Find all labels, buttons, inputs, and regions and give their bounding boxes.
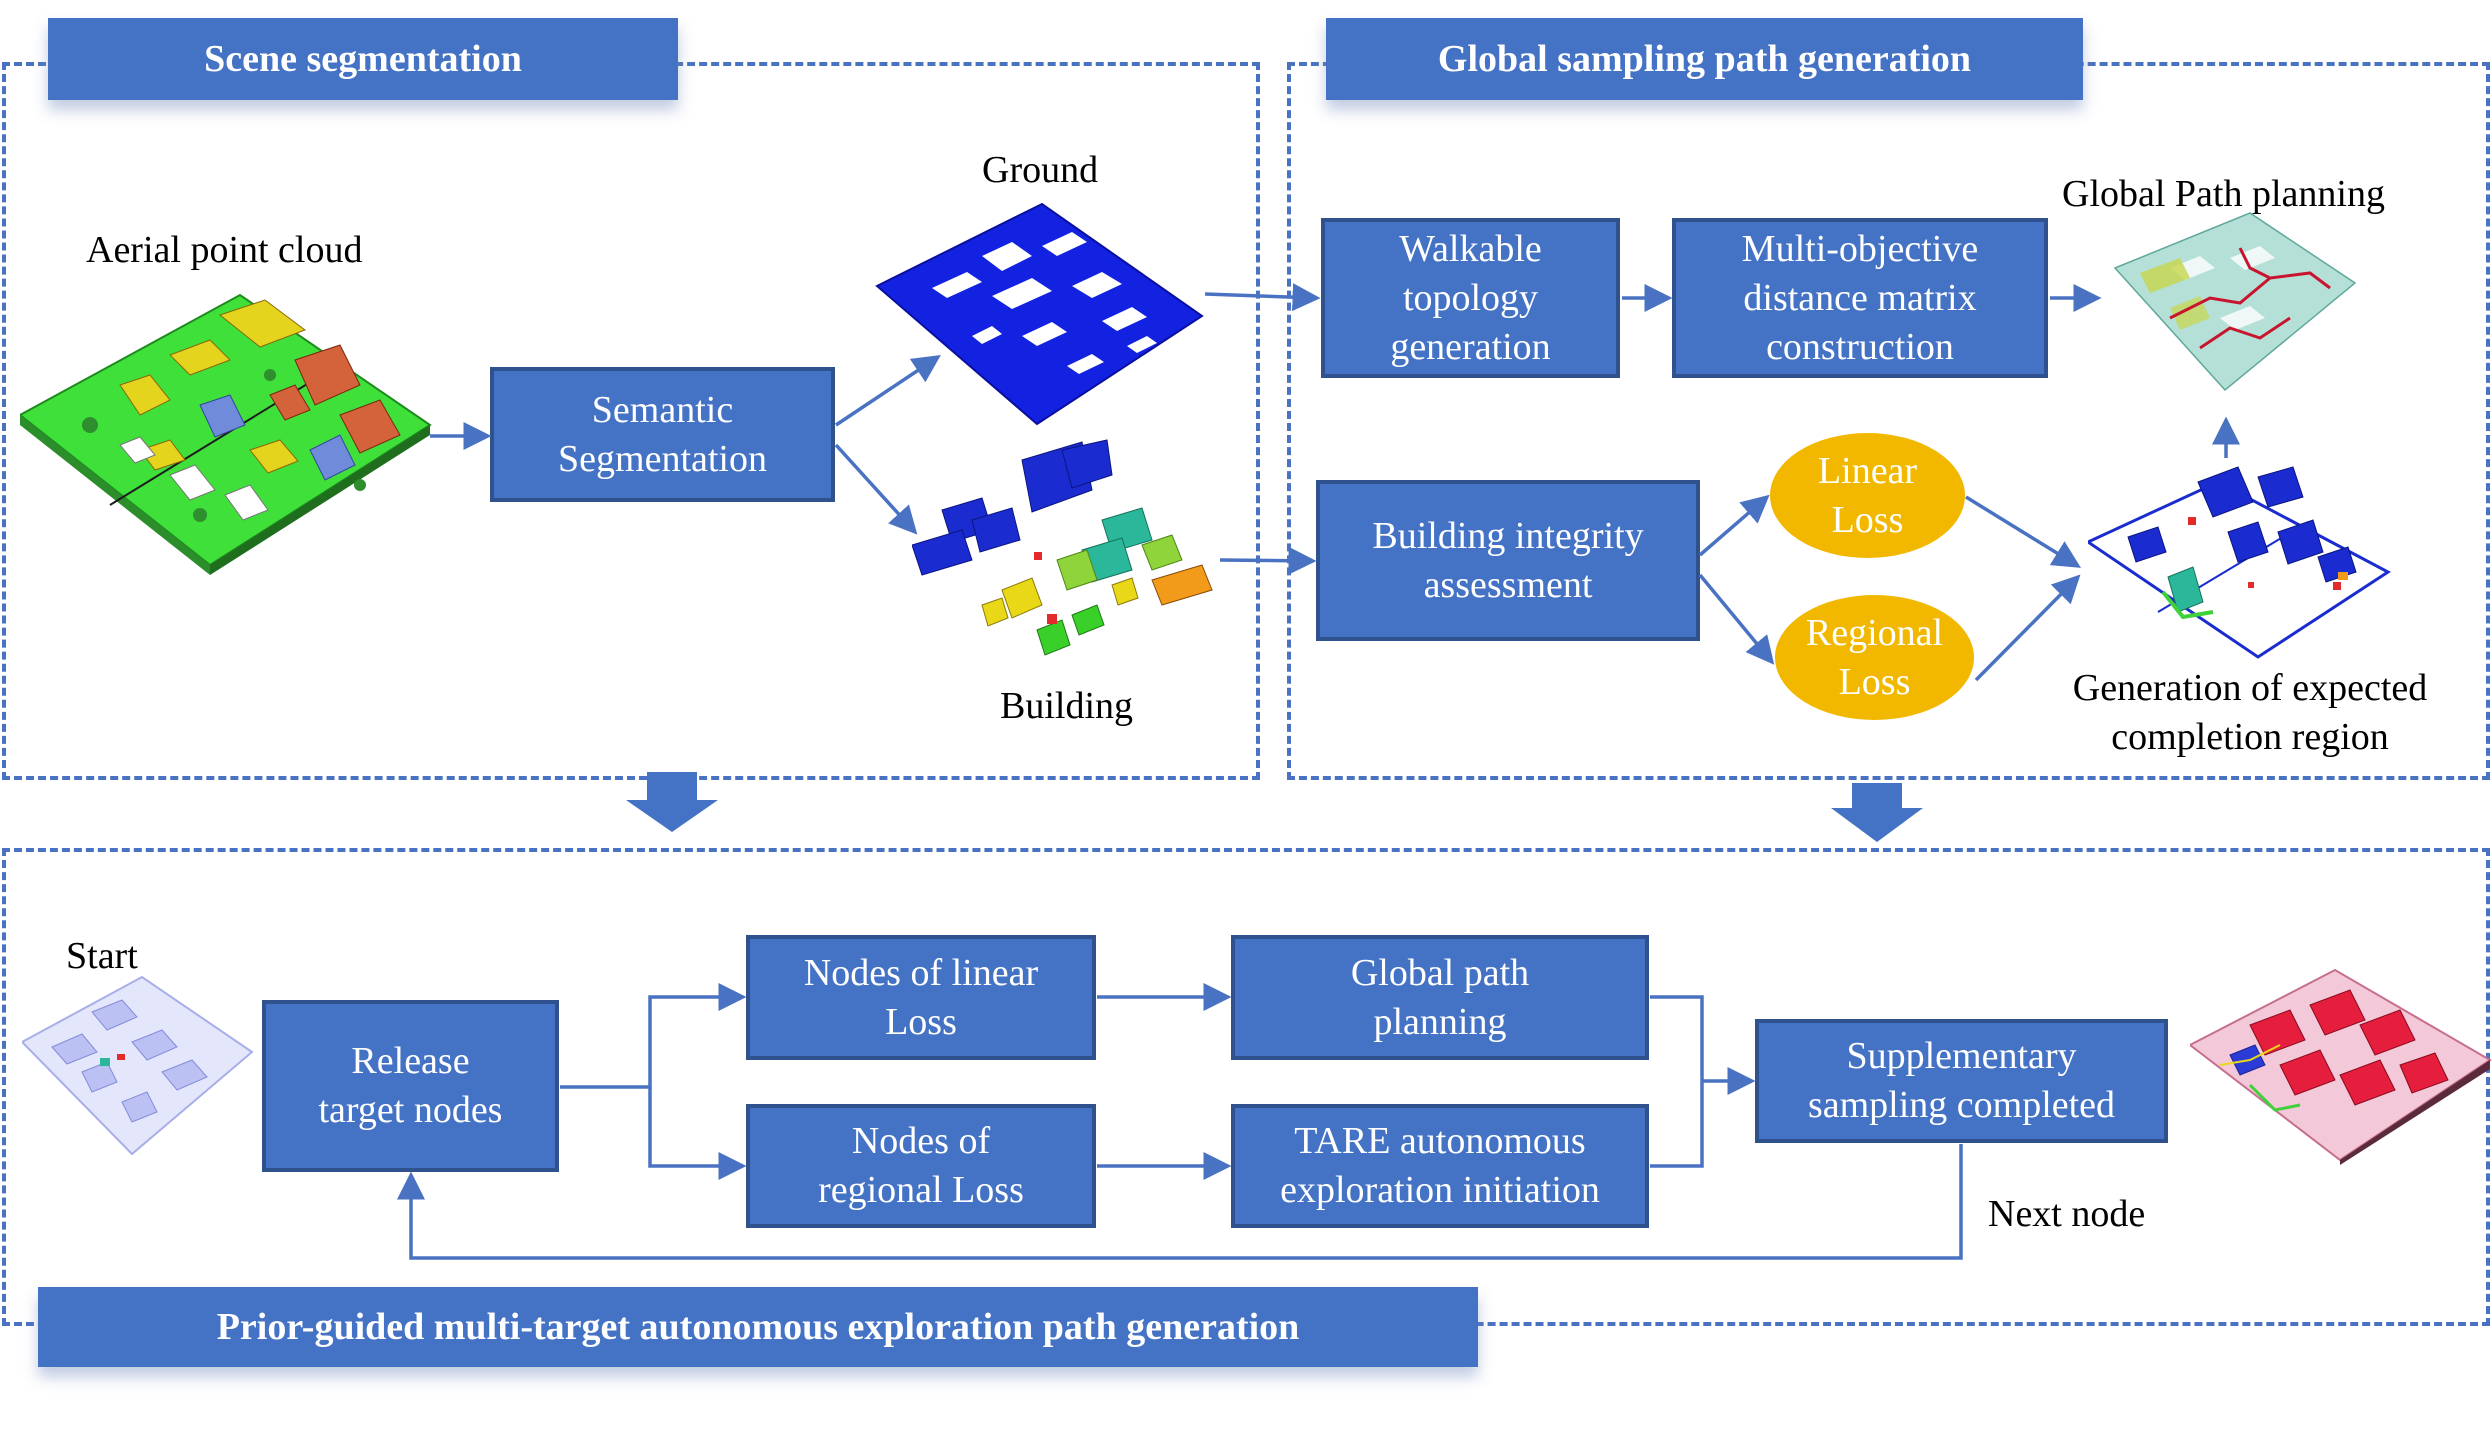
supplementary-sampling-box: Supplementary sampling completed <box>1755 1019 2168 1143</box>
expected-region-label: Generation of expected completion region <box>2072 667 2428 758</box>
completed-scene-image <box>2190 968 2492 1165</box>
building-integrity-box: Building integrity assessment <box>1316 480 1700 641</box>
global-sampling-header: Global sampling path generation <box>1326 18 2083 100</box>
down-block-arrow-left <box>626 772 718 832</box>
semantic-segmentation-box: Semantic Segmentation <box>490 367 835 502</box>
connector-next-node-loop <box>397 1144 1963 1260</box>
start-scene-image <box>22 975 254 1156</box>
nodes-linear-loss-box: Nodes of linear Loss <box>746 935 1096 1060</box>
expected-completion-region-image <box>2088 466 2391 659</box>
start-label: Start <box>66 935 138 977</box>
arrow-ground-to-walkable <box>1204 283 1321 312</box>
scene-segmentation-header: Scene segmentation <box>48 18 678 100</box>
connector-global-merge <box>1650 995 1704 1168</box>
nodes-regional-loss-box: Nodes of regional Loss <box>746 1104 1096 1228</box>
walkable-topology-box: Walkable topology generation <box>1321 218 1620 378</box>
building-point-cloud-image <box>912 439 1213 656</box>
arrow-integrity-to-regional <box>1698 573 1775 665</box>
distance-matrix-box: Multi-objective distance matrix construc… <box>1672 218 2048 378</box>
connector-release-split <box>560 983 747 1089</box>
ground-point-cloud-image <box>875 202 1204 426</box>
arrow-linear-to-region <box>1965 495 2081 568</box>
global-path-planning-box: Global path planning <box>1231 935 1649 1060</box>
regional-loss-ellipse: Regional Loss <box>1775 595 1974 720</box>
global-path-planning-map-image <box>2113 212 2357 392</box>
arrow-building-to-integrity <box>1219 546 1317 575</box>
prior-guided-header: Prior-guided multi-target autonomous exp… <box>38 1287 1478 1367</box>
tare-exploration-box: TARE autonomous exploration initiation <box>1231 1104 1649 1228</box>
connector-release-regional <box>648 1087 747 1180</box>
release-target-nodes-box: Release target nodes <box>262 1000 559 1172</box>
arrow-semantic-to-ground <box>835 355 941 427</box>
ground-label: Ground <box>982 149 1099 191</box>
down-block-arrow-right <box>1831 783 1923 842</box>
linear-loss-ellipse: Linear Loss <box>1770 433 1965 558</box>
aerial-point-cloud-image <box>20 293 432 575</box>
global-path-planning-label: Global Path planning <box>2062 173 2385 215</box>
next-node-label: Next node <box>1988 1193 2146 1235</box>
arrow-regional-to-region <box>1974 574 2081 682</box>
building-label: Building <box>1000 685 1134 727</box>
aerial-point-cloud-label: Aerial point cloud <box>86 229 363 271</box>
arrow-semantic-to-building <box>834 443 918 535</box>
arrow-integrity-to-linear <box>1698 494 1770 557</box>
